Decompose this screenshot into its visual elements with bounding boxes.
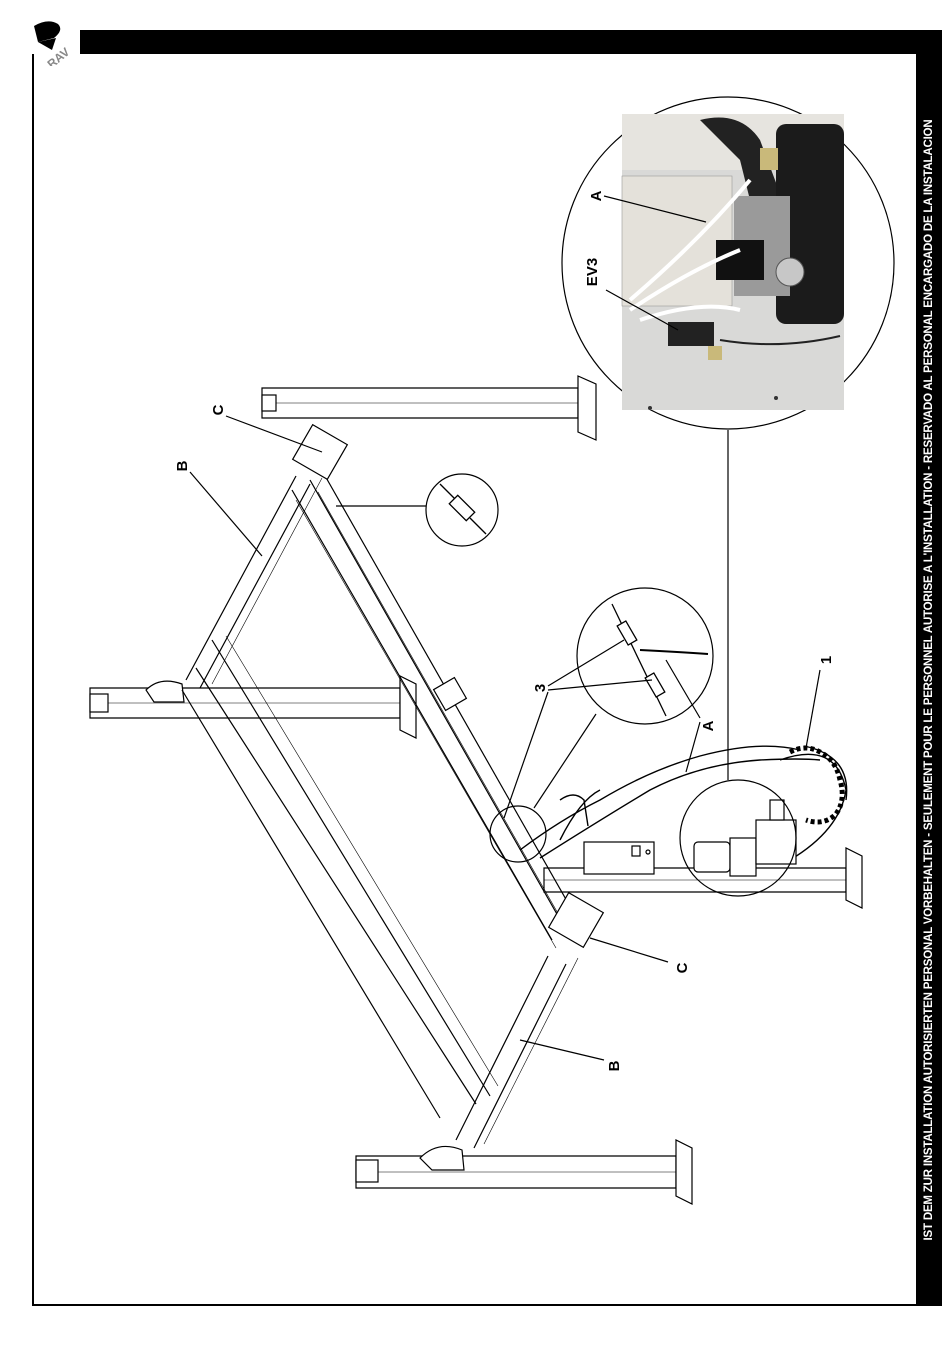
hydraulic-photo xyxy=(622,114,844,410)
post-lower-left xyxy=(356,1140,692,1204)
installation-drawing: A EV3 A 3 1 B C C B xyxy=(0,0,914,1304)
hoses xyxy=(520,746,847,860)
label-ev3: EV3 xyxy=(584,258,601,286)
label-a-detail: A xyxy=(700,720,717,731)
label-3: 3 xyxy=(532,684,549,692)
cross-beam-upper xyxy=(186,425,347,688)
label-c-bottom: C xyxy=(674,962,691,973)
side-banner-text: IST DEM ZUR INSTALLATION AUTORISIERTEN P… xyxy=(923,60,935,1300)
label-1: 1 xyxy=(818,656,835,664)
label-a-photo: A xyxy=(588,190,605,201)
cross-beam-lower xyxy=(456,893,603,1148)
pump-unit xyxy=(694,800,796,876)
label-b-top: B xyxy=(174,460,191,471)
label-c-top: C xyxy=(210,404,227,415)
label-b-bottom: B xyxy=(606,1060,623,1071)
